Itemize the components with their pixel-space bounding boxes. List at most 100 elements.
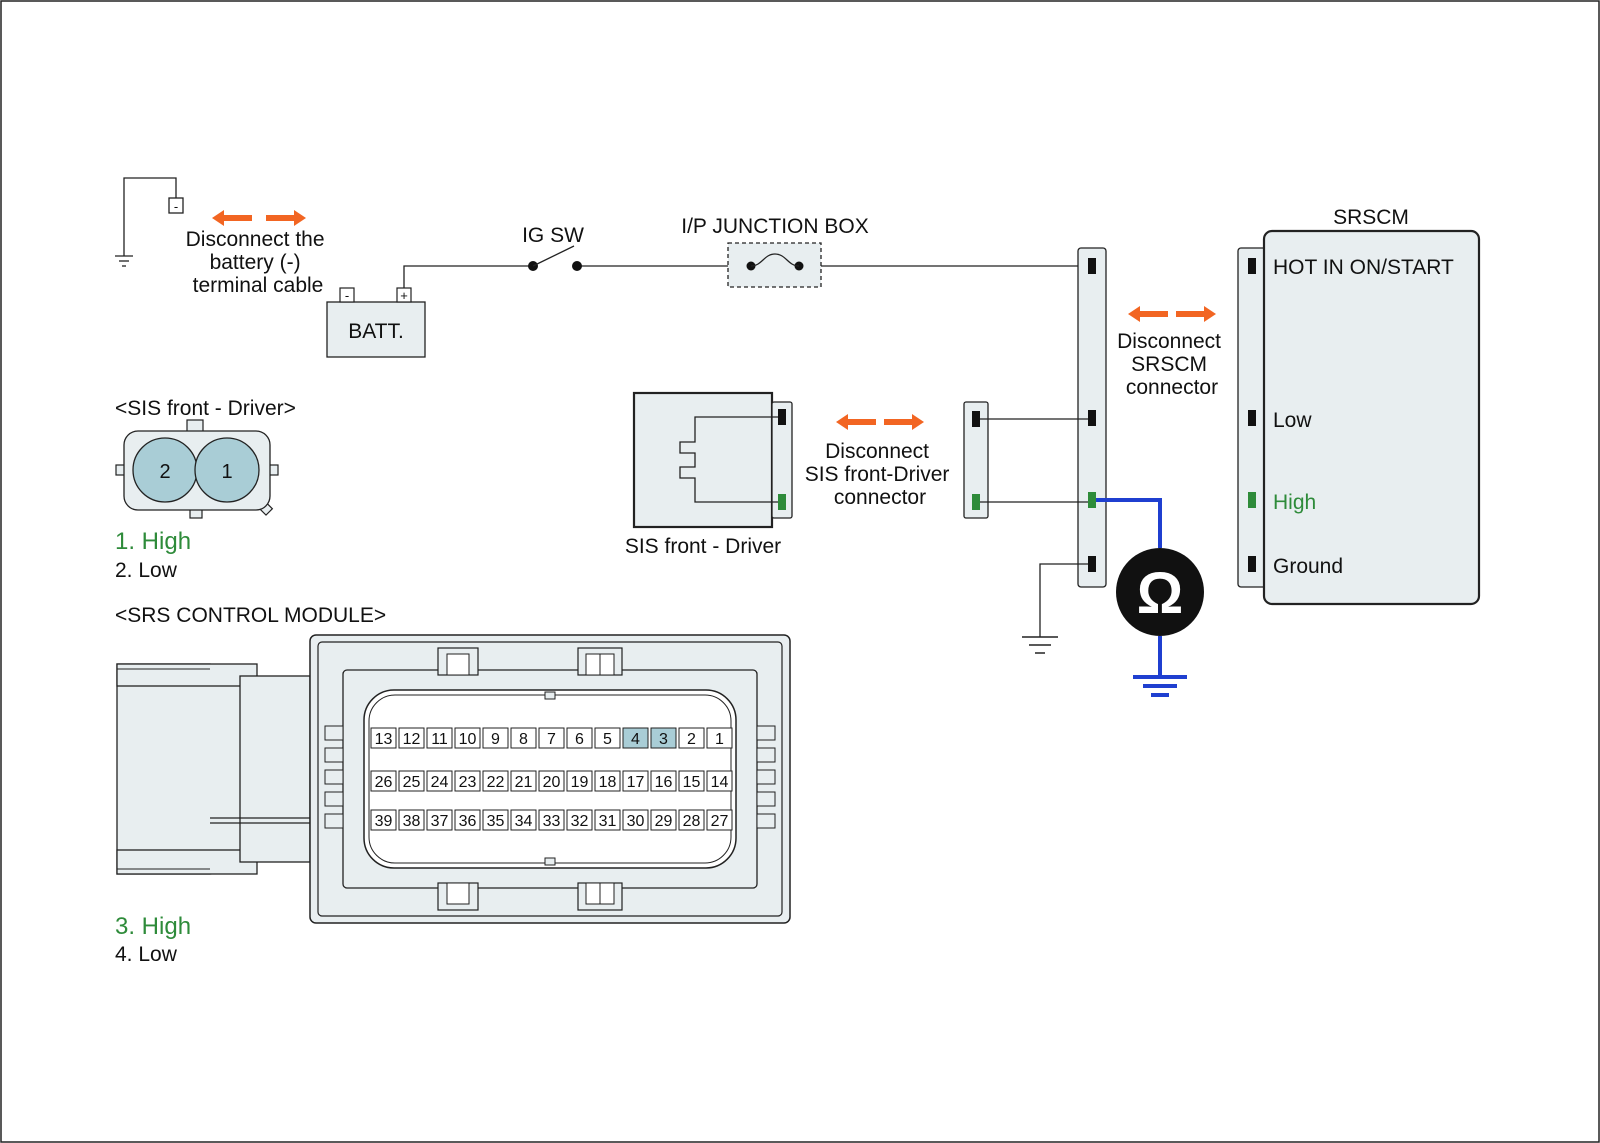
srs-pin-cell <box>566 809 593 831</box>
sis-harness-connector <box>963 401 1088 519</box>
harness-ground-wire <box>1022 563 1088 654</box>
srs-pin-label: 33 <box>543 813 561 830</box>
battery-plus-sign: + <box>400 288 408 303</box>
srs-pin-label: 17 <box>627 774 645 791</box>
srs-module-title: <SRS CONTROL MODULE> <box>115 604 386 627</box>
srscm-instruction: Disconnect SRSCM connector <box>1117 330 1227 399</box>
srs-pin-label: 2 <box>687 731 696 748</box>
srs-pin-label: 16 <box>655 774 673 791</box>
srs-pin-label: 5 <box>603 731 612 748</box>
srscm-disconnect-arrows-icon <box>1128 306 1216 322</box>
battery: - + BATT. <box>326 287 426 358</box>
srs-pin-label: 7 <box>547 731 556 748</box>
srscm-pin-low: Low <box>1273 409 1312 432</box>
srs-pin-label: 31 <box>599 813 617 830</box>
srs-pin-cell <box>538 770 565 792</box>
ground-terminal-box <box>168 197 184 214</box>
srs-pin-label: 13 <box>375 731 393 748</box>
srs-pin-label: 32 <box>571 813 589 830</box>
srscm-module <box>1237 229 1481 606</box>
srs-pin-label: 21 <box>515 774 533 791</box>
srs-pin-cell <box>566 770 593 792</box>
srs-pin-cell <box>454 727 481 749</box>
srs-pin-cell <box>706 809 733 831</box>
srs-pin-label: 6 <box>575 731 584 748</box>
srs-pin-label: 22 <box>487 774 505 791</box>
main-power-wire <box>403 265 1088 288</box>
srs-pin-cell <box>622 727 649 749</box>
srs-pin-label: 14 <box>711 774 729 791</box>
srs-pin-cell <box>482 727 509 749</box>
srs-pin-cell <box>538 727 565 749</box>
srs-pin-cell <box>594 770 621 792</box>
srs-pin-label: 28 <box>683 813 701 830</box>
sis-legend-low: 2. Low <box>115 559 178 582</box>
srs-pin-label: 34 <box>515 813 533 830</box>
sis-legend-high: 1. High <box>115 528 191 555</box>
sis-front-driver-sensor <box>632 391 793 529</box>
srs-pin-label: 24 <box>431 774 449 791</box>
srs-pin-label: 10 <box>459 731 477 748</box>
srs-pin-label: 12 <box>403 731 421 748</box>
ignition-switch-icon <box>528 245 582 271</box>
battery-negative-terminal <box>339 287 355 303</box>
sis-pin-1 <box>194 437 260 503</box>
sis-disconnect-arrows-icon <box>836 414 924 430</box>
srs-pin-cell <box>454 770 481 792</box>
srs-pin-cell <box>510 770 537 792</box>
battery-label: BATT. <box>348 320 404 343</box>
sis-sensor-element-icon <box>679 416 778 503</box>
svg-text:1: 1 <box>221 461 232 483</box>
srs-pin-cell <box>510 809 537 831</box>
srs-pin-cell <box>510 727 537 749</box>
svg-text:2: 2 <box>159 461 170 483</box>
srs-pin-label: 15 <box>683 774 701 791</box>
srs-pin-label: 18 <box>599 774 617 791</box>
srs-pin-label: 9 <box>491 731 500 748</box>
ground-symbol-icon <box>115 255 133 267</box>
srs-pin-label: 30 <box>627 813 645 830</box>
srs-pin-cell <box>594 727 621 749</box>
battery-minus-sign: - <box>345 288 349 303</box>
srs-pin-label: 3 <box>659 731 668 748</box>
srs-pin-cell <box>454 809 481 831</box>
srs-pin-cell <box>566 727 593 749</box>
srs-pin-label: 38 <box>403 813 421 830</box>
srscm-pin-high: High <box>1273 491 1316 514</box>
srs-pin-label: 29 <box>655 813 673 830</box>
srs-pin-cell <box>678 727 705 749</box>
srs-pin-cell <box>398 770 425 792</box>
ohmmeter-probe-wire <box>1096 498 1187 697</box>
ground-terminal-sign: - <box>174 199 178 214</box>
srs-pin-label: 26 <box>375 774 393 791</box>
sis-sensor-connector <box>771 401 793 519</box>
ohm-symbol: Ω <box>1137 561 1184 626</box>
srs-pin-label: 35 <box>487 813 505 830</box>
srs-pin-label: 1 <box>715 731 724 748</box>
disconnect-arrows-icon <box>212 210 306 226</box>
sis-connector-title: <SIS front - Driver> <box>115 397 296 420</box>
srscm-body <box>1262 229 1481 606</box>
junction-box-label: I/P JUNCTION BOX <box>681 215 868 238</box>
srs-pin-cell <box>370 770 397 792</box>
srs-pin-cell <box>650 809 677 831</box>
srs-pin-label: 11 <box>431 731 448 748</box>
srs-pin-cell <box>538 809 565 831</box>
srs-pin-cell <box>650 770 677 792</box>
battery-instruction: Disconnect the battery (-) terminal cabl… <box>186 228 331 297</box>
fuse-icon <box>750 253 800 267</box>
srscm-title: SRSCM <box>1333 206 1409 229</box>
srs-pin-cell <box>594 809 621 831</box>
srs-legend-low: 4. Low <box>115 943 178 966</box>
srs-pin-label: 4 <box>631 731 640 748</box>
srs-pin-cell <box>398 809 425 831</box>
srs-pin-label: 37 <box>431 813 449 830</box>
srscm-pin-hot: HOT IN ON/START <box>1273 256 1454 279</box>
sis-connector-face: 2 1 <box>115 419 279 519</box>
ig-sw-label: IG SW <box>522 224 584 247</box>
